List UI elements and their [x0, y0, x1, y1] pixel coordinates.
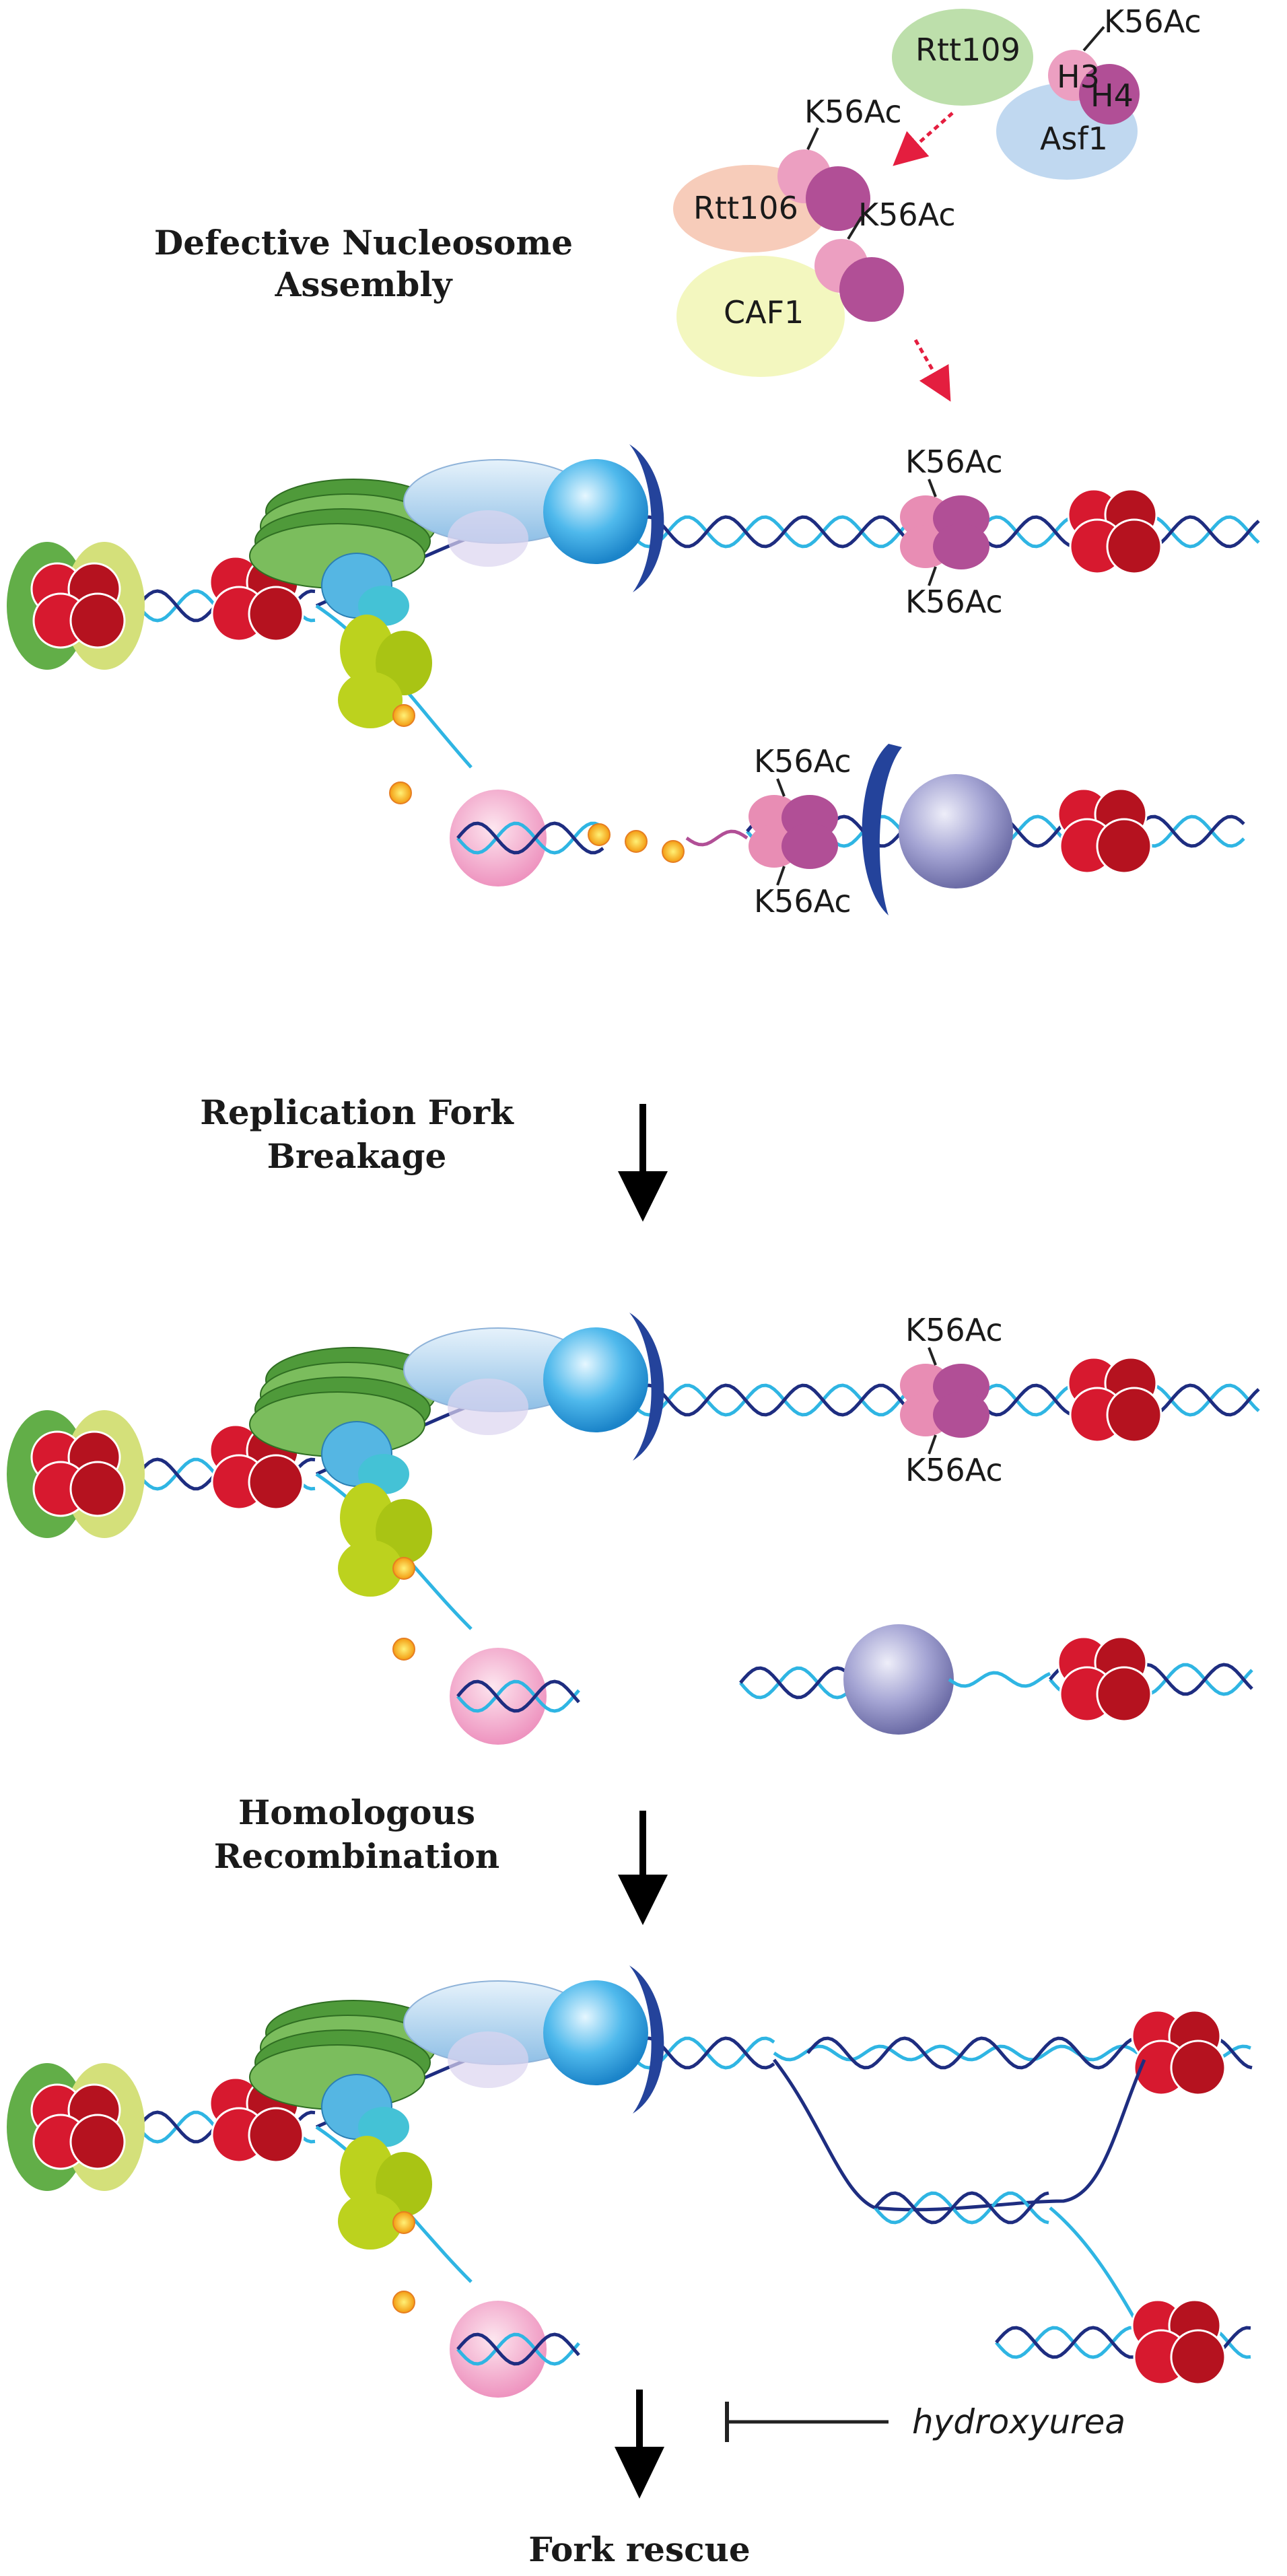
step-defective-line1: Defective Nucleosome — [154, 223, 573, 263]
k56ac-label: K56Ac — [905, 584, 1003, 620]
dna-strand-light — [456, 821, 604, 855]
inhibition-bar — [725, 2402, 889, 2442]
h4-label: H4 — [1090, 77, 1134, 114]
lagging-clamp — [862, 744, 902, 915]
rtt109-asf1-complex: Rtt109 H3 H4 Asf1 K56Ac — [892, 3, 1202, 180]
nucleosome — [209, 555, 304, 642]
caf1-complex: CAF1 K56Ac — [676, 197, 956, 377]
ctf4-c — [338, 1540, 403, 1597]
down-arrow-2 — [618, 1811, 668, 1925]
rpa-dot — [392, 1557, 415, 1580]
rtt109-label: Rtt109 — [915, 32, 1020, 68]
k56ac-label: K56Ac — [754, 883, 851, 919]
dna-strand-dark — [874, 2191, 1049, 2225]
rtt106-label: Rtt106 — [693, 190, 798, 226]
pcna-clamp — [629, 1965, 664, 2114]
ghost-subunit — [448, 1379, 528, 1435]
nucleosome — [1131, 2009, 1226, 2096]
k56ac-label: K56Ac — [905, 444, 1003, 480]
dna-strand-dark — [456, 1679, 580, 1713]
down-arrow-1 — [618, 1104, 668, 1222]
pcna-ball — [543, 1980, 648, 2085]
k56ac-label: K56Ac — [754, 743, 851, 779]
pcna-ball — [543, 1327, 648, 1432]
parental-nucleosome-with-chaperones — [7, 2063, 145, 2191]
invading-strand — [773, 2058, 1146, 2212]
transfer-arrow-1 — [893, 112, 954, 166]
down-arrow-3 — [615, 2390, 664, 2499]
ghost-subunit — [448, 510, 528, 567]
rpa-dot — [392, 2211, 415, 2234]
rpa-dot — [392, 704, 415, 727]
nucleosome — [1131, 2299, 1226, 2386]
dna-strand-dark — [456, 2332, 580, 2366]
rpa-dot — [389, 781, 412, 804]
replication-fork-3 — [7, 1965, 1253, 2398]
caf1-label: CAF1 — [724, 294, 804, 330]
rpa-dot — [588, 823, 611, 846]
nucleosome — [30, 562, 126, 649]
asf1-label: Asf1 — [1040, 120, 1108, 157]
dna-strand-light — [456, 1679, 580, 1713]
rpa-dot — [392, 1638, 415, 1661]
rpa-dot — [625, 830, 648, 853]
lagging-pcna-ball — [899, 774, 1013, 889]
parental-nucleosome-with-chaperones — [7, 1410, 145, 1538]
nucleosome — [1067, 488, 1162, 575]
ctf4-c — [338, 672, 403, 728]
nucleosome — [30, 2083, 126, 2170]
k56ac-label-rtt106: K56Ac — [804, 94, 902, 130]
step-hr-line1: Homologous — [238, 1792, 475, 1832]
nucleosome — [30, 1430, 126, 1517]
ghost-subunit — [448, 2031, 528, 2088]
step-fork-rescue: Fork rescue — [528, 2530, 750, 2569]
nucleosome — [1067, 1356, 1162, 1443]
step-fork-breakage-line2: Breakage — [267, 1136, 447, 1176]
transfer-arrow-2 — [913, 339, 951, 402]
crossing-strand — [1049, 2206, 1146, 2337]
broken-arm-pcna-ball — [843, 1624, 954, 1735]
ssdna-strand — [948, 1671, 1051, 1688]
pcna-clamp — [629, 1313, 664, 1461]
hydroxyurea-label: hydroxyurea — [912, 2402, 1125, 2441]
rpa-dot — [392, 2291, 415, 2313]
k56ac-label: K56Ac — [905, 1452, 1003, 1488]
dna-strand-dark — [456, 821, 604, 855]
k56ac-label-caf1: K56Ac — [858, 197, 956, 233]
k56ac-label: K56Ac — [905, 1312, 1003, 1348]
k56ac-label-asf1: K56Ac — [1104, 3, 1202, 40]
nucleosome — [1057, 788, 1152, 874]
pcna-clamp — [629, 444, 664, 592]
step-hr-line2: Recombination — [214, 1836, 500, 1876]
step-fork-breakage-line1: Replication Fork — [200, 1092, 514, 1132]
ssdna-strand — [685, 829, 749, 847]
ctf4-c — [338, 2193, 403, 2250]
rtt106-complex: Rtt106 K56Ac — [673, 94, 902, 252]
parental-nucleosome-with-chaperones — [7, 542, 145, 670]
nucleosome — [1057, 1636, 1152, 1722]
dna-strand-light — [456, 2332, 580, 2366]
step-defective-line2: Assembly — [275, 265, 454, 304]
rpa-dot — [662, 840, 685, 863]
dna-strand-light — [874, 2191, 1049, 2225]
mcm-helicase — [249, 2000, 442, 2110]
pcna-ball — [543, 459, 648, 564]
h3-label: H3 — [1057, 59, 1100, 95]
